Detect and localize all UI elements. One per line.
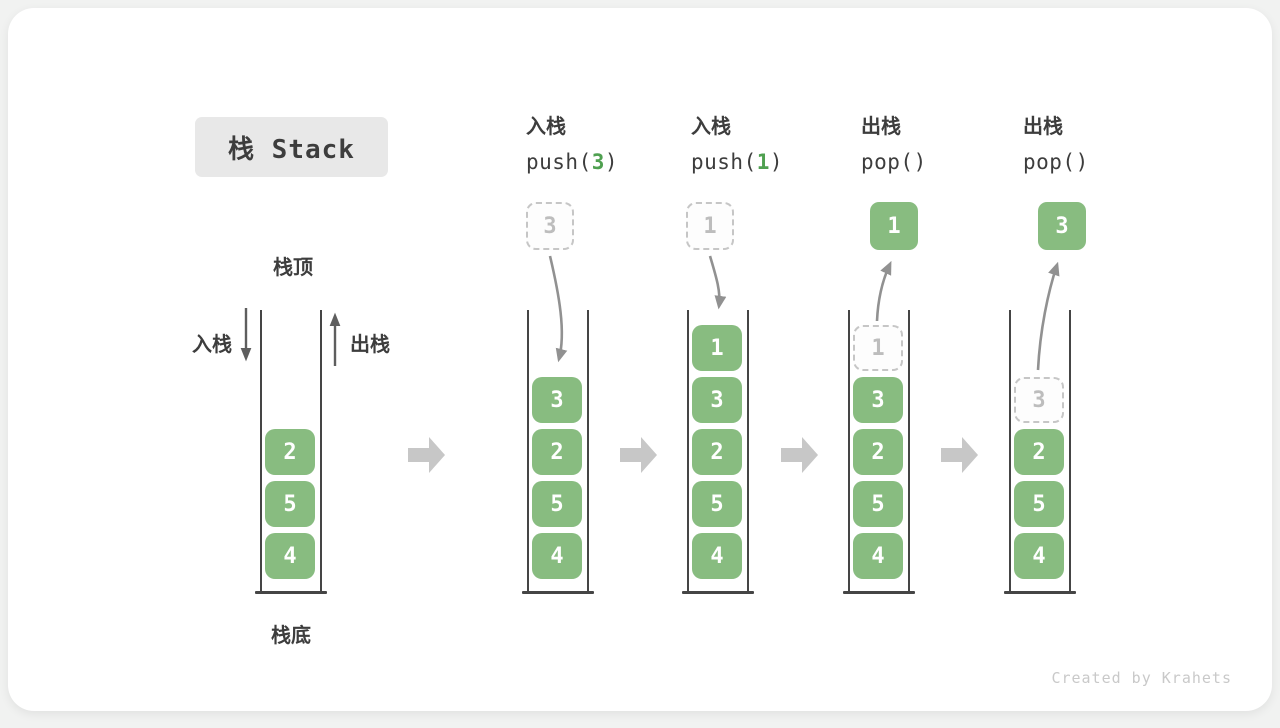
push-value-box-1: 1 <box>686 202 734 250</box>
stack-cell: 2 <box>265 429 315 475</box>
step-arrow-icon <box>620 437 657 473</box>
step-arrow-icon <box>781 437 818 473</box>
operation-name: 出栈 <box>861 114 901 138</box>
code-close: ) <box>769 150 784 174</box>
operation-name: 入栈 <box>526 114 566 138</box>
push-motion-arrow-1-icon <box>708 255 727 310</box>
stack-cell: 2 <box>853 429 903 475</box>
operation-code: push(3) <box>526 148 676 176</box>
stack-base <box>522 591 594 594</box>
popped-value-box-1: 1 <box>870 202 918 250</box>
operation-code: pop() <box>1023 148 1173 176</box>
step-arrow-icon <box>941 437 978 473</box>
stack-cell: 5 <box>692 481 742 527</box>
stack-top-label: 栈顶 <box>273 255 313 279</box>
stack-cell: 2 <box>692 429 742 475</box>
watermark-credit: Created by Krahets <box>1051 669 1232 687</box>
page-title: 栈 Stack <box>228 134 355 165</box>
push-direction-label: 入栈 <box>192 332 232 356</box>
stack-cell: 5 <box>265 481 315 527</box>
stack-base <box>255 591 327 594</box>
code-open: push( <box>691 150 757 174</box>
stack-cell: 5 <box>1014 481 1064 527</box>
code-close: ) <box>604 150 619 174</box>
operation-code: pop() <box>861 148 1011 176</box>
stack-cell: 2 <box>532 429 582 475</box>
stack-state-3: 1 3 2 5 4 <box>682 310 754 594</box>
operation-header-push-1: 入栈 push(1) <box>691 112 841 176</box>
stack-base <box>1004 591 1076 594</box>
diagram-card: 栈 Stack 入栈 push(3) 入栈 push(1) 出栈 pop() 出… <box>8 8 1272 711</box>
stack-cell: 4 <box>853 533 903 579</box>
stack-cell: 3 <box>532 377 582 423</box>
code-arg: 1 <box>756 150 770 174</box>
stack-cell: 4 <box>1014 533 1064 579</box>
step-arrow-icon <box>408 437 445 473</box>
pop-direction-label: 出栈 <box>350 332 390 356</box>
operation-name: 出栈 <box>1023 114 1063 138</box>
operation-header-pop-1: 出栈 pop() <box>861 112 1011 176</box>
stack-state-4: 1 3 2 5 4 <box>843 310 915 594</box>
stack-state-5: 3 2 5 4 <box>1004 310 1076 594</box>
code-open: pop( <box>1023 150 1076 174</box>
stack-cell: 1 <box>692 325 742 371</box>
push-value-box-3: 3 <box>526 202 574 250</box>
stack-cell: 4 <box>692 533 742 579</box>
operation-name: 入栈 <box>691 114 731 138</box>
stack-state-2: 3 2 5 4 <box>522 310 594 594</box>
stack-cell: 5 <box>853 481 903 527</box>
operation-code: push(1) <box>691 148 841 176</box>
stack-cell: 4 <box>265 533 315 579</box>
stack-base <box>682 591 754 594</box>
stack-cell: 3 <box>692 377 742 423</box>
operation-header-pop-2: 出栈 pop() <box>1023 112 1173 176</box>
stack-cell: 4 <box>532 533 582 579</box>
popped-value-box-3: 3 <box>1038 202 1086 250</box>
stack-cell: 2 <box>1014 429 1064 475</box>
stack-cell: 5 <box>532 481 582 527</box>
code-arg: 3 <box>591 150 605 174</box>
stack-cell-ghost: 3 <box>1014 377 1064 423</box>
stack-base <box>843 591 915 594</box>
stack-cell-ghost: 1 <box>853 325 903 371</box>
code-close: ) <box>913 150 927 174</box>
code-open: push( <box>526 150 592 174</box>
code-close: ) <box>1075 150 1089 174</box>
stack-bottom-label: 栈底 <box>271 623 311 647</box>
operation-header-push-3: 入栈 push(3) <box>526 112 676 176</box>
stack-cell: 3 <box>853 377 903 423</box>
stack-state-1: 2 5 4 <box>255 310 327 594</box>
code-open: pop( <box>861 150 914 174</box>
title-box: 栈 Stack <box>195 117 388 177</box>
